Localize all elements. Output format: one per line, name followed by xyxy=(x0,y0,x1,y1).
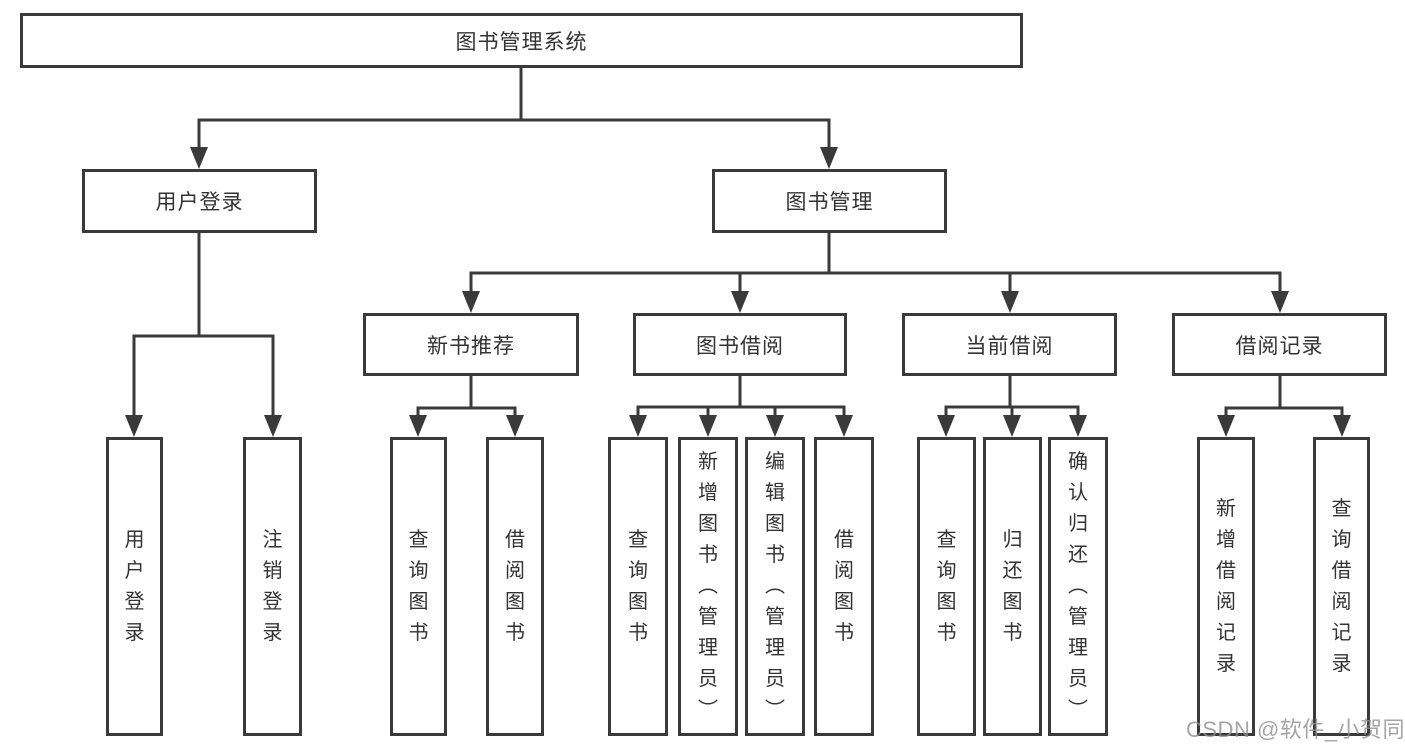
node-label: 用户登录 xyxy=(124,528,145,644)
arrowhead xyxy=(820,147,838,169)
arrowhead xyxy=(699,415,717,437)
leaf-query-books-borrow: 查询图书 xyxy=(608,437,668,736)
leaf-add-borrow-record: 新增借阅记录 xyxy=(1197,437,1255,736)
arrowhead xyxy=(1069,415,1087,437)
connector-root-to-level2 xyxy=(197,66,831,151)
connector-currentborrow-to-leaves xyxy=(944,374,1080,419)
watermark: CSDN @软件_小贺同学 xyxy=(1186,717,1405,742)
arrowhead xyxy=(1217,415,1235,437)
arrowhead xyxy=(629,415,647,437)
leaf-user-login: 用户登录 xyxy=(106,437,163,736)
node-label: 图书管理 xyxy=(785,191,874,214)
leaf-query-books-current: 查询图书 xyxy=(917,437,976,736)
node-label: 查询图书 xyxy=(628,528,648,644)
arrowhead xyxy=(835,415,853,437)
arrowhead xyxy=(506,415,524,437)
node-label: 用户登录 xyxy=(155,191,244,214)
node-label: 查询借阅记录 xyxy=(1331,497,1352,675)
leaf-return-books: 归还图书 xyxy=(983,437,1042,736)
connector-newbook-to-leaves xyxy=(416,374,517,419)
node-label: 编辑图书︵管理员︶ xyxy=(765,451,785,721)
node-label: 查询图书 xyxy=(408,528,429,644)
node-label: 新增图书︵管理员︶ xyxy=(698,451,718,721)
arrowhead xyxy=(125,415,143,437)
leaf-borrow-books: 借阅图书 xyxy=(814,437,874,736)
leaf-borrow-books-newbook: 借阅图书 xyxy=(486,437,544,736)
node-label: 注销登录 xyxy=(262,528,283,644)
connector-bookborrow-to-leaves xyxy=(636,374,846,419)
leaf-logout: 注销登录 xyxy=(243,437,302,736)
node-label: 图书管理系统 xyxy=(455,30,588,54)
connector-borrowrecord-to-leaves xyxy=(1224,374,1344,419)
arrowhead xyxy=(190,147,208,169)
arrowhead xyxy=(264,415,282,437)
node-library-system: 图书管理系统 xyxy=(20,13,1023,68)
arrowhead xyxy=(1003,415,1021,437)
node-current-borrow: 当前借阅 xyxy=(902,313,1117,376)
node-book-management: 图书管理 xyxy=(712,169,947,233)
arrowhead xyxy=(731,291,749,313)
arrowhead xyxy=(937,415,955,437)
leaf-edit-books-admin: 编辑图书︵管理员︶ xyxy=(745,437,805,736)
node-label: 新增借阅记录 xyxy=(1216,497,1236,675)
arrowhead xyxy=(1001,291,1019,313)
leaf-add-books-admin: 新增图书︵管理员︶ xyxy=(678,437,738,736)
arrowhead xyxy=(462,291,480,313)
node-user-login: 用户登录 xyxy=(82,169,317,233)
leaf-query-books-newbook: 查询图书 xyxy=(390,437,447,736)
node-label: 图书借阅 xyxy=(696,334,784,358)
node-new-book-recommend: 新书推荐 xyxy=(363,313,579,376)
node-label: 借阅图书 xyxy=(505,528,525,644)
node-label: 当前借阅 xyxy=(965,334,1054,358)
node-label: 借阅图书 xyxy=(834,528,854,644)
node-label: 确认归还︵管理员︶ xyxy=(1068,451,1088,721)
node-book-borrow: 图书借阅 xyxy=(633,313,847,376)
connector-bookmgmt-to-level3 xyxy=(469,231,1282,295)
arrowhead xyxy=(409,415,427,437)
leaf-confirm-return-admin: 确认归还︵管理员︶ xyxy=(1048,437,1108,736)
node-borrow-records: 借阅记录 xyxy=(1172,313,1387,376)
arrowhead xyxy=(766,415,784,437)
node-label: 借阅记录 xyxy=(1235,334,1324,358)
node-label: 归还图书 xyxy=(1002,528,1023,644)
node-label: 新书推荐 xyxy=(427,334,515,358)
leaf-query-borrow-record: 查询借阅记录 xyxy=(1313,437,1370,736)
arrowhead xyxy=(1271,291,1289,313)
node-label: 查询图书 xyxy=(936,528,957,644)
arrowhead xyxy=(1333,415,1351,437)
connector-userlogin-to-leaves xyxy=(132,231,275,419)
